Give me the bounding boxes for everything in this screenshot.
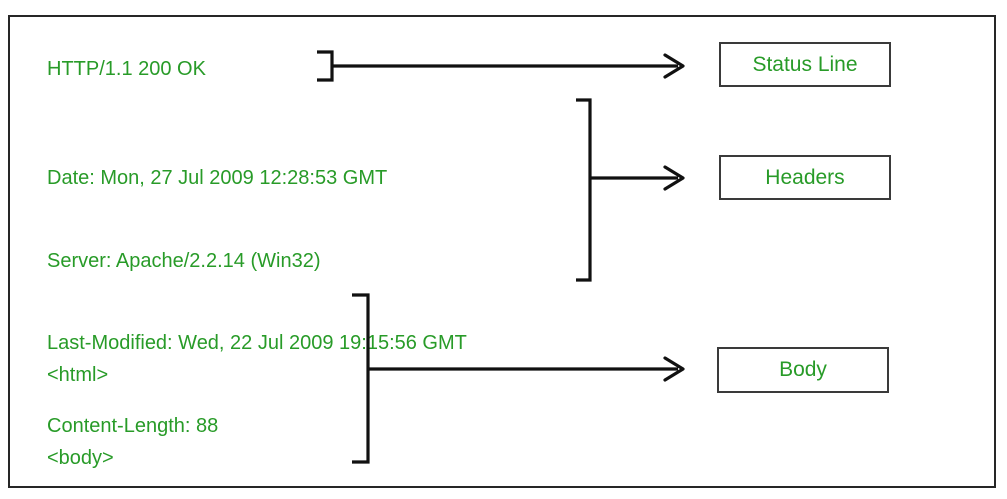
header-line: Date: Mon, 27 Jul 2009 12:28:53 GMT xyxy=(47,167,388,189)
header-line: Content-Type: text/html xyxy=(47,495,467,499)
header-line: Content-Length: 88 xyxy=(47,414,219,437)
body-label: Body xyxy=(779,358,827,381)
headers-label-box: Headers xyxy=(719,155,891,200)
status-line-label: Status Line xyxy=(752,52,858,76)
body-line: <html> xyxy=(47,364,109,386)
body-line: <body> xyxy=(47,446,114,469)
status-line-label-box: Status Line xyxy=(719,42,891,87)
body-label-box: Body xyxy=(717,347,889,393)
status-line-text: HTTP/1.1 200 OK xyxy=(47,58,206,80)
body-text-block: <html> <body> <h1>Hello, World!</h1> </b… xyxy=(47,307,258,499)
diagram-outer-border xyxy=(8,15,996,488)
header-line: Last-Modified: Wed, 22 Jul 2009 19:15:56… xyxy=(47,332,467,354)
header-line: Server: Apache/2.2.14 (Win32) xyxy=(47,249,321,272)
headers-label: Headers xyxy=(765,165,845,189)
headers-text-block: Date: Mon, 27 Jul 2009 12:28:53 GMT Serv… xyxy=(47,110,467,499)
